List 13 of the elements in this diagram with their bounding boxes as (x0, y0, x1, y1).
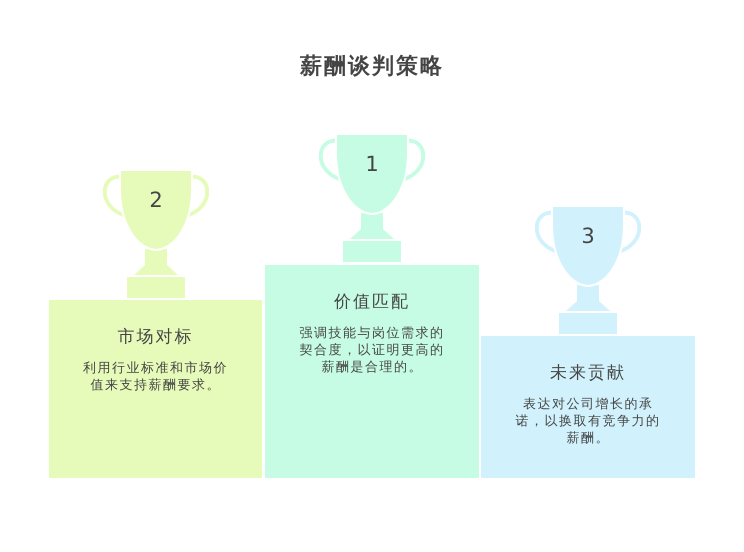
podium-block (481, 336, 695, 478)
rank-number: 1 (364, 151, 380, 177)
podium-block (265, 265, 479, 478)
podium-description: 利用行业标准和市场价值来支持薪酬要求。 (82, 360, 229, 394)
podium-block (49, 300, 262, 478)
podium-heading: 价值匹配 (334, 291, 410, 313)
rank-number: 3 (580, 223, 596, 249)
title: 薪酬谈判策略 (298, 53, 445, 81)
podium-description: 表达对公司增长的承诺，以换取有竞争力的薪酬。 (514, 396, 662, 447)
podium-heading: 未来贡献 (550, 362, 626, 384)
podium-description: 强调技能与岗位需求的契合度，以证明更高的薪酬是合理的。 (298, 325, 446, 376)
podium-heading: 市场对标 (118, 326, 194, 348)
rank-number: 2 (148, 187, 164, 213)
